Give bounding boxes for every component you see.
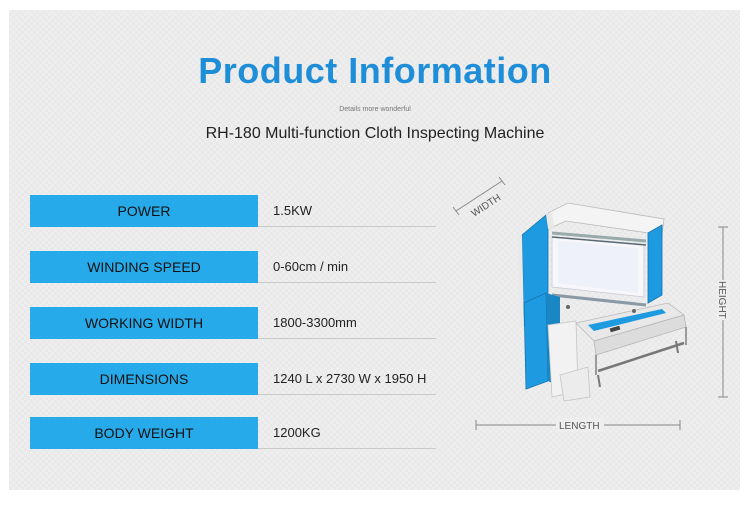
spec-label: WORKING WIDTH (30, 307, 258, 339)
spec-value: 1200KG (273, 425, 321, 440)
width-label: WIDTH (470, 192, 503, 219)
width-dimension: WIDTH (452, 176, 506, 220)
spec-divider (258, 448, 436, 449)
spec-divider (258, 338, 436, 339)
spec-divider (258, 226, 436, 227)
spec-divider (258, 282, 436, 283)
spec-label: POWER (30, 195, 258, 227)
page-subtitle: Details more wonderful (339, 106, 411, 113)
spec-label: DIMENSIONS (30, 363, 258, 395)
page-title: Product Information (198, 50, 552, 91)
machine-illustration (518, 202, 687, 402)
spec-label: WINDING SPEED (30, 251, 258, 283)
spec-label: BODY WEIGHT (30, 417, 258, 449)
spec-value: 1.5KW (273, 203, 313, 218)
spec-value: 1800-3300mm (273, 315, 357, 330)
machine-diagram: WIDTH HEIGHT LENGTH (452, 176, 729, 432)
spec-value: 1240 L x 2730 W x 1950 H (273, 371, 427, 386)
spec-row-winding-speed: WINDING SPEED 0-60cm / min (30, 251, 436, 283)
spec-divider (258, 394, 436, 395)
spec-value: 0-60cm / min (273, 259, 349, 274)
spec-row-dimensions: DIMENSIONS 1240 L x 2730 W x 1950 H (30, 363, 436, 395)
machine-name: RH-180 Multi-function Cloth Inspecting M… (205, 125, 545, 142)
height-dimension: HEIGHT (716, 226, 729, 398)
spec-row-body-weight: BODY WEIGHT 1200KG (30, 417, 436, 449)
length-dimension: LENGTH (475, 418, 681, 432)
length-label: LENGTH (559, 421, 600, 432)
spec-row-working-width: WORKING WIDTH 1800-3300mm (30, 307, 436, 339)
height-label: HEIGHT (716, 281, 727, 319)
spec-row-power: POWER 1.5KW (30, 195, 436, 227)
